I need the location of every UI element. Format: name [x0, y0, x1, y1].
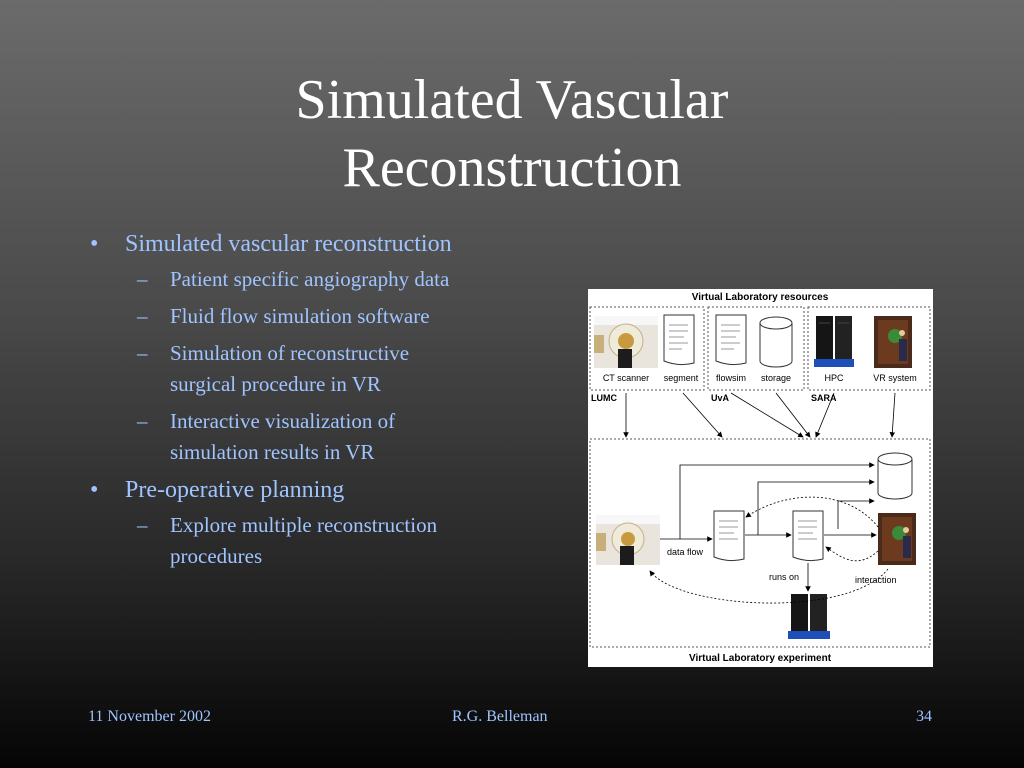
site-label: LUMC — [591, 393, 617, 403]
runs-on-label: runs on — [769, 572, 799, 582]
segment-document-icon — [663, 314, 695, 366]
flowsim-document-icon — [715, 314, 747, 366]
slide-title: Simulated Vascular Reconstruction — [0, 66, 1024, 202]
vr-system-icon — [874, 316, 912, 368]
experiment-group — [589, 438, 931, 648]
sara-group — [807, 306, 931, 391]
bullet-text: Simulated vascular reconstruction — [125, 231, 452, 257]
dash-glyph: – — [137, 513, 148, 537]
interaction-label: interaction — [855, 575, 897, 585]
sub-bullet-item: –Explore multiple reconstruction procedu… — [90, 510, 470, 572]
experiment-storage-icon — [877, 452, 913, 500]
bullet-text: Pre-operative planning — [125, 477, 345, 503]
sub-bullet-text: Patient specific angiography data — [170, 267, 450, 291]
bullet-glyph: • — [90, 477, 99, 503]
sub-bullet-text: Fluid flow simulation software — [170, 304, 430, 328]
sub-bullet-item: –Simulation of reconstructive surgical p… — [90, 338, 470, 400]
ct-scanner-icon — [594, 316, 658, 368]
data-flow-label: data flow — [667, 547, 704, 557]
resource-label: HPC — [824, 373, 844, 383]
dash-glyph: – — [137, 267, 148, 291]
title-line-2: Reconstruction — [342, 137, 682, 199]
sub-bullet-item: –Interactive visualization of simulation… — [90, 406, 470, 468]
dash-glyph: – — [137, 304, 148, 328]
footer-date: 11 November 2002 — [88, 708, 211, 725]
footer-author: R.G. Belleman — [452, 708, 548, 725]
sub-bullet-text: Simulation of reconstructive surgical pr… — [170, 341, 410, 396]
sub-bullet-text: Explore multiple reconstruction procedur… — [170, 513, 438, 568]
experiment-flowsim-icon — [792, 510, 824, 562]
resource-label: VR system — [873, 373, 917, 383]
storage-cylinder-icon — [759, 316, 793, 368]
footer-page-number: 34 — [916, 708, 932, 725]
hpc-server-icon — [814, 316, 854, 367]
sub-bullet-item: –Fluid flow simulation software — [90, 301, 470, 332]
resource-label: CT scanner — [603, 373, 649, 383]
bullet-item: • Pre-operative planning — [90, 474, 530, 506]
title-line-1: Simulated Vascular — [295, 69, 729, 131]
resource-label: storage — [761, 373, 791, 383]
experiment-vr-system-icon — [878, 513, 916, 565]
site-label: UvA — [711, 393, 730, 403]
dash-glyph: – — [137, 341, 148, 365]
resource-arrows — [623, 392, 896, 438]
top-title: Virtual Laboratory resources — [692, 292, 829, 303]
dash-glyph: – — [137, 409, 148, 433]
experiment-interaction-loops — [649, 496, 889, 604]
experiment-hpc-icon — [788, 594, 830, 639]
lumc-group — [589, 306, 705, 391]
uva-group — [707, 306, 805, 391]
sub-bullet-text: Interactive visualization of simulation … — [170, 409, 396, 464]
bullet-list: •Simulated vascular reconstruction –Pati… — [90, 228, 530, 578]
experiment-segment-icon — [713, 510, 745, 562]
resource-label: flowsim — [716, 373, 746, 383]
site-label: SARA — [811, 393, 837, 403]
experiment-ct-scanner-icon — [596, 515, 660, 565]
sub-bullet-item: –Patient specific angiography data — [90, 264, 470, 295]
bullet-glyph: • — [90, 231, 99, 257]
experiment-flow-lines — [660, 462, 877, 592]
virtual-lab-diagram: Virtual Laboratory resources — [588, 289, 933, 667]
resource-label: segment — [664, 373, 699, 383]
bottom-title: Virtual Laboratory experiment — [689, 653, 832, 664]
bullet-item: • Simulated vascular reconstruction — [90, 228, 530, 260]
